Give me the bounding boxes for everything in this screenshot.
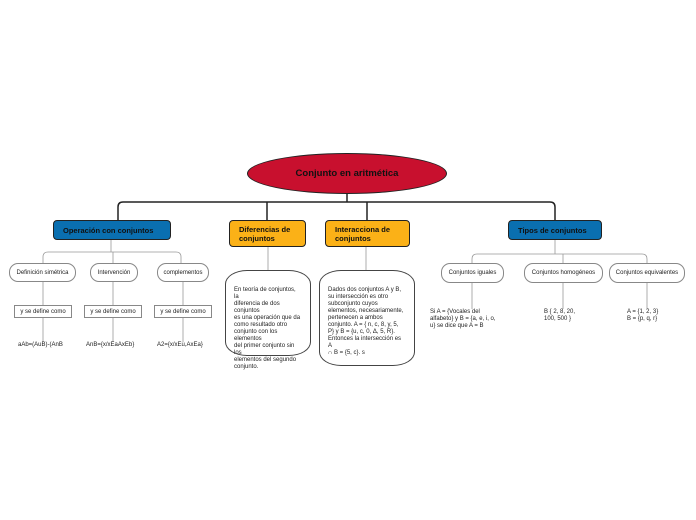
topic-label: Interacciona de conjuntos <box>335 224 391 243</box>
subtopic-conjuntos-equivalentes[interactable]: Conjuntos equivalentes <box>609 263 685 283</box>
interacciona-description[interactable]: Dados dos conjuntos A y B, su intersecci… <box>319 270 415 366</box>
link-label: y se define como <box>20 308 66 315</box>
topic-label: Operación con conjuntos <box>63 225 154 235</box>
root-label: Conjunto en aritmética <box>295 168 399 179</box>
subtopic-complementos[interactable]: complementos <box>157 263 209 282</box>
link-label: y se define como <box>90 308 136 315</box>
tipo-example-text: A = {1, 2, 3} B = {p, q, r} <box>627 309 659 322</box>
link-label-box[interactable]: y se define como <box>84 305 142 318</box>
diferencias-description[interactable]: En teoría de conjuntos, la diferencia de… <box>225 270 311 370</box>
topic-label: Diferencias de conjuntos <box>239 224 291 243</box>
topic-tipos-de-conjuntos[interactable]: Tipos de conjuntos <box>508 220 602 240</box>
subtopic-definicion-simetrica[interactable]: Definición simétrica <box>9 263 76 282</box>
subtopic-conjuntos-homogeneos[interactable]: Conjuntos homogéneos <box>524 263 603 283</box>
link-label-box[interactable]: y se define como <box>154 305 212 318</box>
subtopic-label: complementos <box>163 269 203 276</box>
subtopic-label: Conjuntos homogéneos <box>531 270 596 276</box>
subtopic-label: Conjuntos iguales <box>448 270 497 276</box>
formula-text: aAb=(AuB)-(AnB <box>18 342 63 348</box>
link-label: y se define como <box>160 308 206 315</box>
topic-diferencias-de-conjuntos[interactable]: Diferencias de conjuntos <box>229 220 306 247</box>
subtopic-conjuntos-iguales[interactable]: Conjuntos iguales <box>441 263 504 283</box>
subtopic-label: Definición simétrica <box>16 269 69 276</box>
root-node[interactable]: Conjunto en aritmética <box>247 153 447 194</box>
subtopic-label: Intervención <box>97 269 131 276</box>
tipo-example-text: Si A = {Vocales del alfabeto} y B = {a, … <box>430 309 496 329</box>
subtopic-intervencion[interactable]: Intervención <box>90 263 138 282</box>
formula-text: AnB={x/xEaAxEb} <box>86 342 135 348</box>
link-label-box[interactable]: y se define como <box>14 305 72 318</box>
topic-operacion-con-conjuntos[interactable]: Operación con conjuntos <box>53 220 171 240</box>
topic-label: Tipos de conjuntos <box>518 225 587 235</box>
subtopic-label: Conjuntos equivalentes <box>615 270 679 276</box>
tipo-example-text: B { 2, 8, 20, 100, 500 } <box>544 309 576 322</box>
topic-interacciona-de-conjuntos[interactable]: Interacciona de conjuntos <box>325 220 410 247</box>
formula-text: A2={x/xEu,AxEa} <box>157 342 203 348</box>
